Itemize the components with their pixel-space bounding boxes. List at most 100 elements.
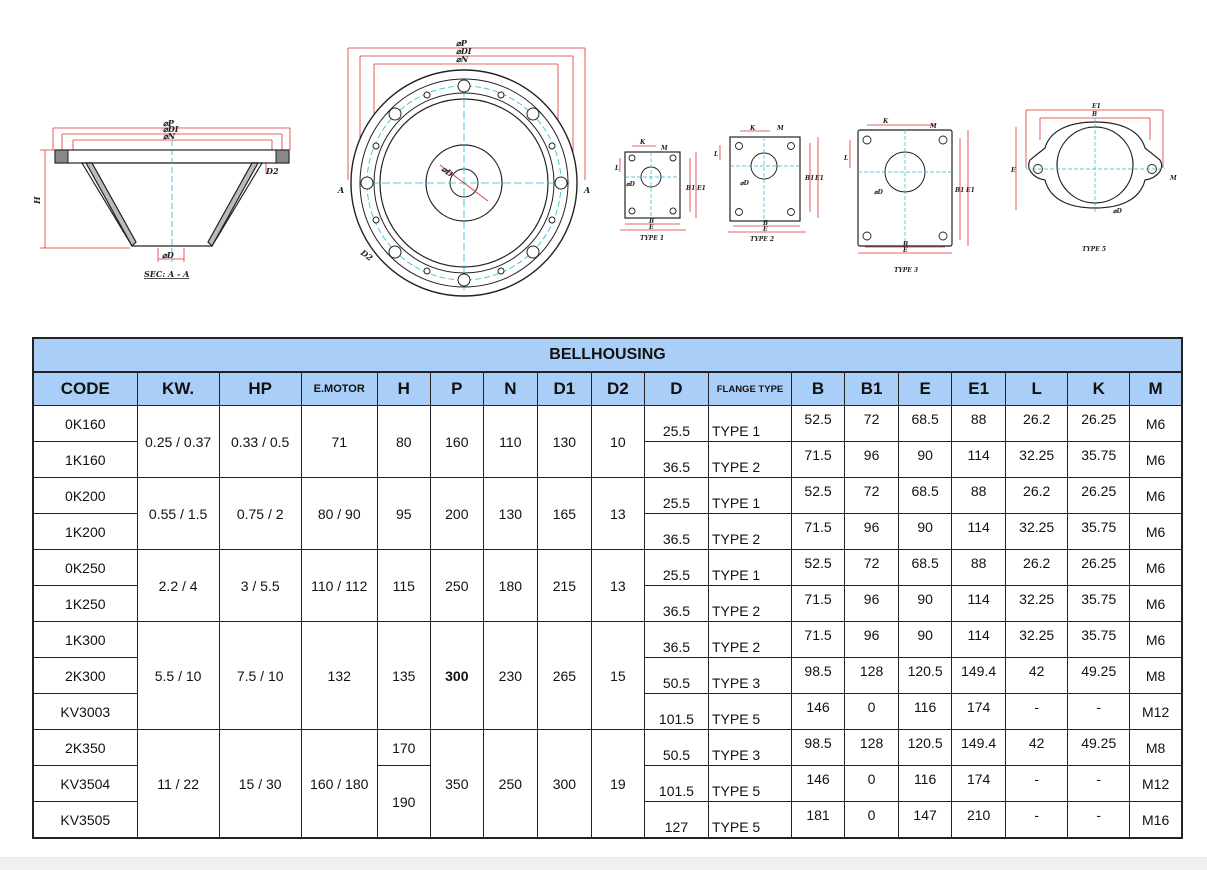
cell-n: 110 [482, 405, 538, 478]
section-phi-di-label: ⌀DI [163, 124, 179, 134]
cell-kw: 0.25 / 0.37 [136, 405, 220, 478]
cell-flange-type: TYPE 5 [707, 693, 793, 730]
cell-l: 32.25 [1005, 441, 1069, 478]
cell-d: 101.5 [643, 693, 709, 730]
flange-phi-p-label: ⌀P [456, 38, 468, 48]
table-row: 0K200 0.55 / 1.5 0.75 / 2 80 / 90 95 200… [32, 477, 1183, 550]
cell-l: 26.2 [1005, 405, 1069, 442]
cell-d: 50.5 [643, 657, 709, 694]
cell-flange-type: TYPE 1 [707, 477, 793, 514]
table-row: 1K160 36.5 TYPE 2 71.5 96 90 114 32.25 3… [32, 441, 1183, 478]
cell-flange-type: TYPE 2 [707, 621, 793, 658]
cell-l: - [1005, 693, 1069, 730]
cell-kw: 0.55 / 1.5 [136, 477, 220, 550]
table-row: 1K300 5.5 / 10 7.5 / 10 132 135 300 230 … [32, 621, 1183, 730]
cell-e1: 88 [951, 549, 1007, 586]
cell-d: 36.5 [643, 513, 709, 550]
cell-code: KV3505 [32, 801, 138, 839]
cell-p: 160 [429, 405, 484, 478]
cell-b: 52.5 [791, 549, 846, 586]
cell-b1: 96 [844, 621, 900, 658]
type3-b1-label: B1 [954, 187, 964, 194]
cell-d2: 13 [590, 477, 645, 550]
cell-d2: 15 [590, 621, 645, 730]
cell-d1: 300 [536, 729, 592, 839]
table-row: 1K200 36.5 TYPE 2 71.5 96 90 114 32.25 3… [32, 513, 1183, 550]
cell-d: 36.5 [643, 585, 709, 622]
cell-m: M8 [1129, 657, 1183, 694]
cell-b1: 0 [844, 801, 900, 839]
cell-h: 135 [376, 621, 431, 730]
cell-p: 200 [429, 477, 484, 550]
cell-b1: 96 [844, 585, 900, 622]
type2-e-label: E [762, 226, 768, 233]
cell-d1: 165 [536, 477, 592, 550]
type2-phi-d-label: ⌀D [740, 180, 750, 187]
table-row: 2K350 11 / 22 15 / 30 160 / 180 170 350 … [32, 729, 1183, 839]
flange-drawing: ⌀P ⌀DI ⌀N ⌀D D2 A A [337, 38, 590, 297]
header-d: D [643, 371, 709, 406]
header-b: B [791, 371, 846, 406]
cell-b1: 96 [844, 441, 900, 478]
flange-phi-n-label: ⌀N [456, 54, 469, 64]
type5-e1-label: E1 [1091, 103, 1101, 110]
cell-b: 52.5 [791, 477, 846, 514]
cell-b1: 96 [844, 513, 900, 550]
cell-code: 0K200 [32, 477, 138, 514]
cell-h: 190 [376, 765, 431, 839]
cell-d1: 130 [536, 405, 592, 478]
type2-k-label: K [749, 125, 756, 132]
cell-e: 68.5 [898, 477, 953, 514]
type1-caption: TYPE 1 [640, 235, 664, 242]
type1-drawing: K M L ⌀D B E B1 E1 TYPE 1 [614, 139, 706, 242]
section-drawing: ⌀P ⌀DI ⌀N H D2 ⌀D SEC: A - A [32, 118, 291, 279]
cell-code: KV3504 [32, 765, 138, 802]
cell-flange-type: TYPE 1 [707, 549, 793, 586]
bottom-strip [0, 857, 1207, 870]
table-row: 2K300 50.5 TYPE 3 98.5 128 120.5 149.4 4… [32, 657, 1183, 694]
cell-hp: 0.75 / 2 [218, 477, 302, 550]
cell-flange-type: TYPE 5 [707, 801, 793, 839]
header-kw: KW. [136, 371, 220, 406]
flange-a-right-label: A [583, 185, 590, 195]
cell-e-motor: 71 [300, 405, 378, 478]
cell-e-motor: 160 / 180 [300, 729, 378, 839]
type2-drawing: K M L ⌀D B E B1 E1 TYPE 2 [713, 125, 824, 243]
flange-a-left-label: A [337, 185, 344, 195]
cell-code: 1K200 [32, 513, 138, 550]
cell-d1: 215 [536, 549, 592, 622]
cell-b1: 72 [844, 477, 900, 514]
table-title: BELLHOUSING [32, 337, 1183, 373]
cell-m: M8 [1129, 729, 1183, 766]
cell-b: 146 [791, 765, 846, 802]
cell-flange-type: TYPE 2 [707, 585, 793, 622]
cell-m: M6 [1129, 621, 1183, 658]
cell-d: 127 [643, 801, 709, 839]
cell-hp: 15 / 30 [218, 729, 302, 839]
cell-e1: 114 [951, 585, 1007, 622]
header-h: H [376, 371, 431, 406]
cell-e1: 88 [951, 405, 1007, 442]
type2-m-label: M [776, 125, 784, 132]
header-hp: HP [218, 371, 302, 406]
cell-e: 90 [898, 621, 953, 658]
header-d1: D1 [536, 371, 592, 406]
cell-m: M12 [1129, 765, 1183, 802]
cell-e: 68.5 [898, 549, 953, 586]
type1-l-label: L [614, 165, 619, 172]
type2-e1-label: E1 [814, 175, 824, 182]
cell-m: M6 [1129, 477, 1183, 514]
cell-b1: 128 [844, 729, 900, 766]
cell-kw: 11 / 22 [136, 729, 220, 839]
type3-m-label: M [929, 123, 937, 130]
cell-e-motor: 110 / 112 [300, 549, 378, 622]
cell-l: 42 [1005, 657, 1069, 694]
cell-code: 0K160 [32, 405, 138, 442]
cell-h: 115 [376, 549, 431, 622]
cell-l: 42 [1005, 729, 1069, 766]
cell-flange-type: TYPE 3 [707, 657, 793, 694]
cell-m: M6 [1129, 441, 1183, 478]
type1-e1-label: E1 [696, 185, 706, 192]
section-h-label: H [32, 196, 42, 205]
cell-d: 50.5 [643, 729, 709, 766]
